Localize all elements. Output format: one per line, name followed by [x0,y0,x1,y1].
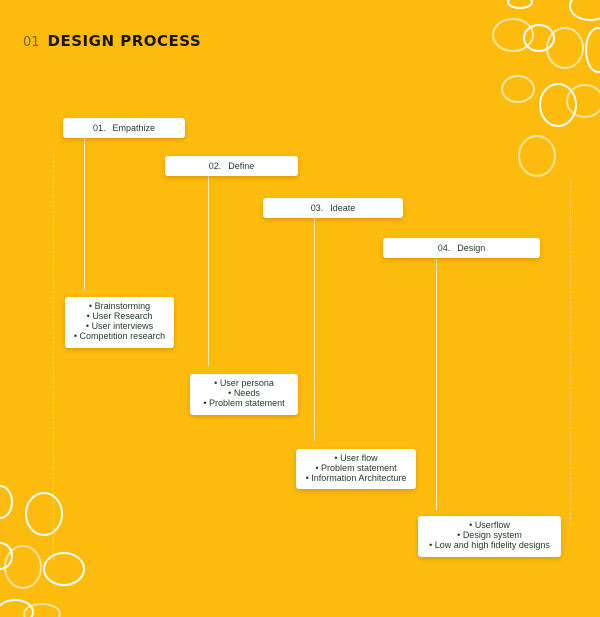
design-details: Userflow Design system Low and high fide… [418,516,561,557]
ring [566,84,600,118]
connector-line [314,218,315,441]
list-item: User flow [296,453,416,463]
ring [0,599,34,617]
ring [4,545,42,589]
list-item: Problem statement [190,398,298,408]
connector-line [208,176,209,366]
list-item: Low and high fidelity designs [418,540,561,550]
page-title: 01 DESIGN PROCESS [23,32,201,50]
step-design: 04. Design [383,238,540,258]
ring [585,27,600,73]
connector-line [436,259,437,510]
circle-cluster-bottom-left [0,485,85,617]
step-number: 02. [208,161,222,171]
ring [523,24,555,52]
list-item: Design system [418,530,561,540]
list-item: User Research [65,311,174,321]
step-empathize: 01. Empathize [63,118,185,138]
list-item: Needs [190,388,298,398]
ring [0,542,13,570]
list-item: Brainstorming [65,301,174,311]
guide-line-right [570,180,571,530]
connector-line [84,138,85,290]
section-number: 01 [23,35,40,50]
guide-line-left [53,150,54,560]
ring [539,83,577,127]
step-number: 04. [437,243,451,253]
ring [569,0,600,21]
ring [0,485,13,519]
step-label: Empathize [112,123,156,133]
circle-cluster-top-right [492,0,600,177]
step-label: Define [228,161,255,171]
define-details: User persona Needs Problem statement [190,374,298,415]
list-item: User interviews [65,321,174,331]
step-number: 03. [310,203,324,213]
step-define: 02. Define [165,156,298,176]
ideate-details: User flow Problem statement Information … [296,449,416,489]
ring [25,492,63,536]
ring [23,603,61,617]
empathize-details: Brainstorming User Research User intervi… [65,297,174,348]
ring [507,0,533,9]
step-label: Ideate [330,203,356,213]
ring [501,75,535,103]
ring [546,27,584,69]
list-item: Competition research [65,331,174,341]
step-ideate: 03. Ideate [263,198,403,218]
list-item: User persona [190,378,298,388]
step-label: Design [457,243,486,253]
ring [492,18,534,52]
step-number: 01. [92,123,106,133]
list-item: Information Architecture [296,473,416,483]
ring [518,135,556,177]
ring [43,552,85,586]
list-item: Userflow [418,520,561,530]
section-title: DESIGN PROCESS [47,32,202,50]
list-item: Problem statement [296,463,416,473]
